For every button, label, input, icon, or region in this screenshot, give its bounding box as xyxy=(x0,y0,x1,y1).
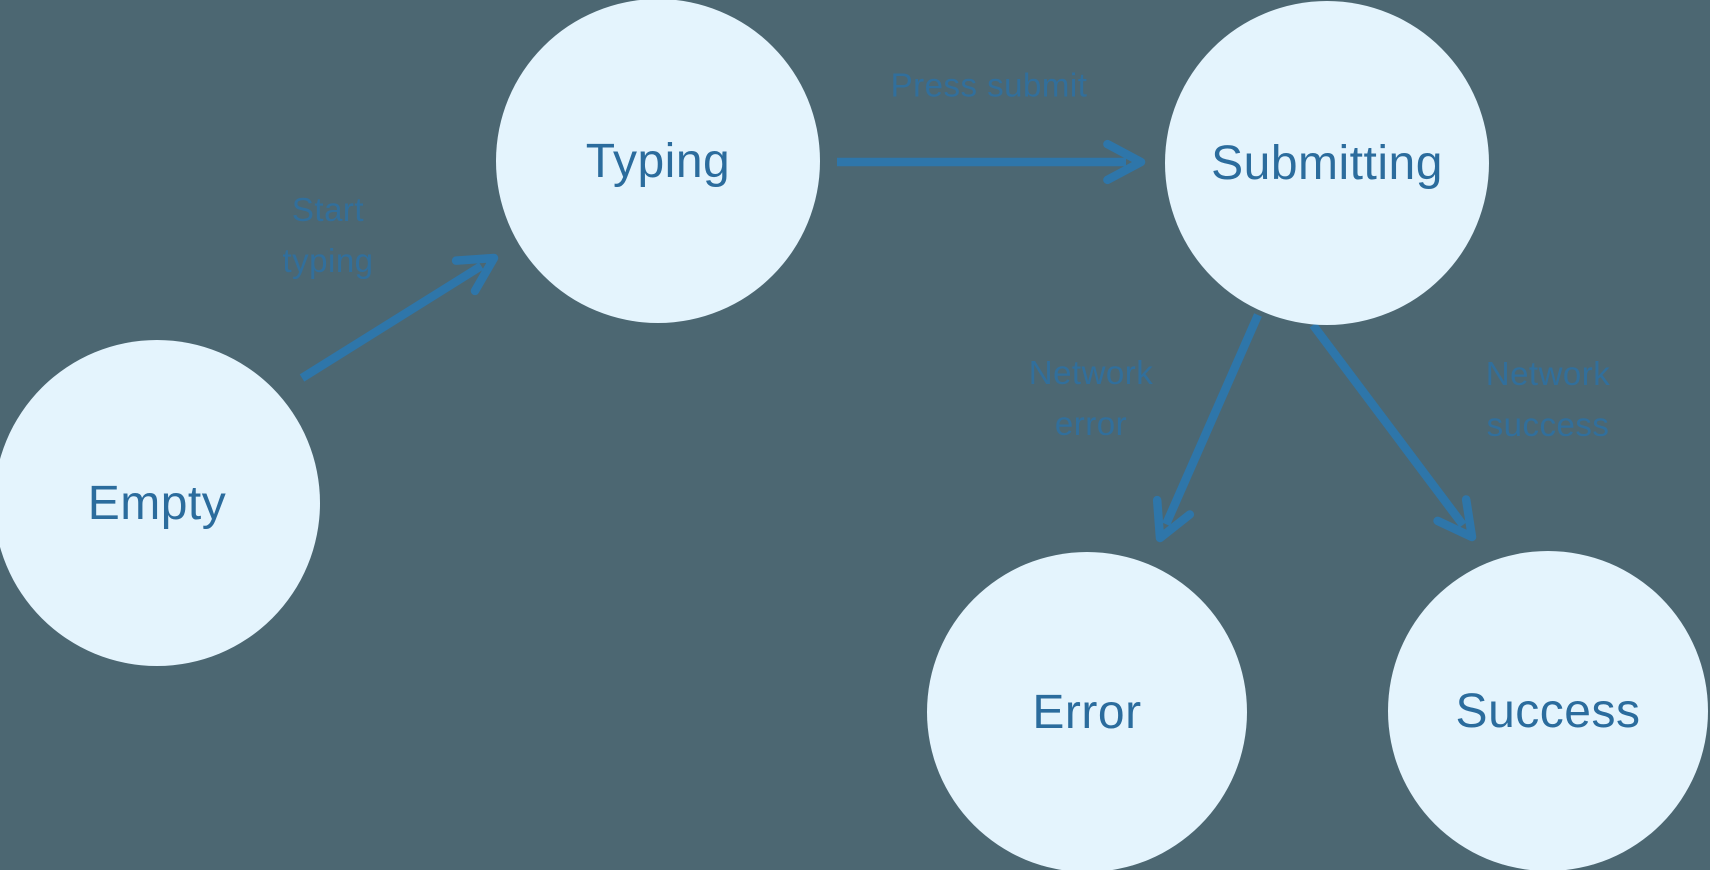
state-node-success: Success xyxy=(1388,551,1708,870)
arrowhead-icon-network-success xyxy=(1433,495,1477,542)
transition-label-network-success: Network success xyxy=(1486,348,1611,450)
transition-arrow-network-error xyxy=(1162,313,1262,526)
transition-arrow-network-success xyxy=(1309,322,1467,528)
transition-label-line: Network xyxy=(1028,354,1154,391)
transition-label-line: Start xyxy=(291,191,365,228)
transition-label-line: success xyxy=(1486,406,1610,443)
transition-label-start-typing: Start typing xyxy=(282,184,373,286)
transition-label-line: Press submit xyxy=(890,66,1088,104)
transition-label-line: error xyxy=(1054,405,1128,442)
arrowhead-icon-start-typing xyxy=(451,253,499,296)
transition-arrow-start-typing xyxy=(299,262,484,382)
state-node-error: Error xyxy=(927,552,1247,870)
state-node-empty: Empty xyxy=(0,340,320,666)
state-node-label: Empty xyxy=(87,476,227,530)
state-node-label: Submitting xyxy=(1211,136,1443,190)
transition-label-line: Network xyxy=(1485,355,1611,392)
arrowhead-icon-network-error xyxy=(1152,495,1195,543)
arrowhead-icon-press-submit xyxy=(1103,139,1146,185)
transition-label-network-error: Network error xyxy=(1029,347,1154,449)
state-node-label: Error xyxy=(1032,685,1142,739)
state-node-label: Success xyxy=(1455,684,1641,738)
state-node-typing: Typing xyxy=(496,0,820,323)
state-node-submitting: Submitting xyxy=(1165,1,1489,325)
transition-label-line: typing xyxy=(282,242,374,279)
transition-label-press-submit: Press submit xyxy=(891,60,1088,111)
state-node-label: Typing xyxy=(585,134,731,188)
